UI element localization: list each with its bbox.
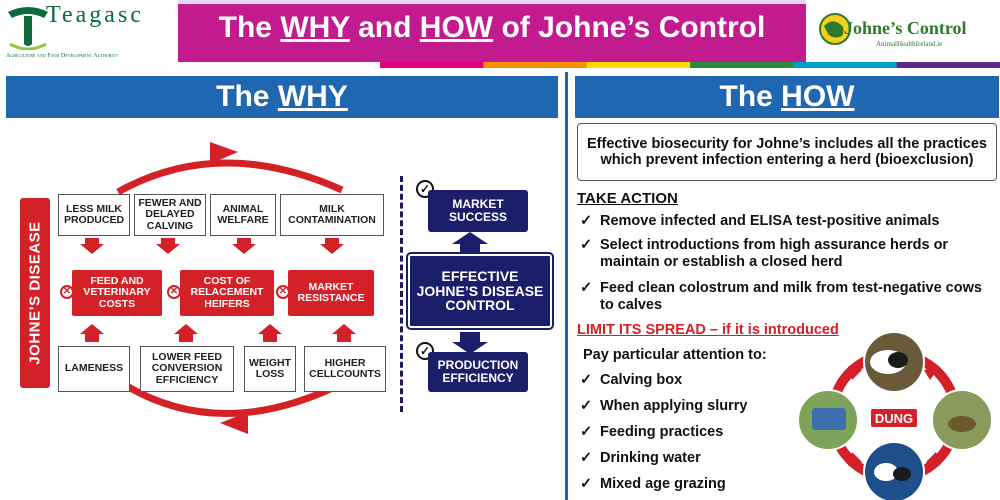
checkmark-icon: ✓ [580,450,593,466]
title-bar: The WHY and HOW of Johne’s Control [178,0,806,62]
stripe-segment [380,62,484,68]
up-arrow [174,324,198,342]
up-arrow [80,324,104,342]
attention-heading: Pay particular attention to: [583,347,767,363]
effect-box: LAMENESS [58,346,130,392]
johnes-disease-label-wrap: JOHNE’S DISEASE [20,198,50,388]
checkmark-icon: ✓ [580,476,593,492]
spread-item: ✓Mixed age grazing [580,476,726,492]
effect-box: MILK CONTAMINATION [280,194,384,236]
stripe-segment [793,62,898,68]
teagasc-emblem-icon [8,7,48,50]
spread-item: ✓Calving box [580,372,683,388]
spread-item: ✓Feeding practices [580,424,724,440]
section-divider [565,72,568,500]
checkmark-icon: ✓ [580,424,593,440]
checkmark-icon: ✓ [580,280,593,296]
down-arrow [320,238,344,254]
up-arrow [332,324,356,342]
spread-item: ✓Drinking water [580,450,701,466]
cattle-photo-top [863,332,925,393]
bottom-cycle-arrowhead [220,412,248,434]
top-cycle-arc [116,159,344,196]
action-item: ✓Remove infected and ELISA test-positive… [580,213,940,229]
down-arrow [232,238,256,254]
stripe-segment [483,62,588,68]
how-section-heading: The HOW [575,76,999,118]
page-title: The WHY and HOW of Johne’s Control [218,11,766,44]
dashed-separator [400,176,403,412]
globe-icon [819,13,851,45]
biosecurity-definition: Effective biosecurity for Johne’s includ… [577,123,997,181]
calves-photo-bottom [863,441,925,500]
johnes-control-url: AnimalHealthIreland.ie [876,40,943,48]
johnes-control-logo: Johne’s Control AnimalHealthIreland.ie [806,0,1000,68]
effect-box: LESS MILK PRODUCED [58,194,130,236]
why-section-heading: The WHY [6,76,558,118]
stripe-segment [586,62,691,68]
effect-box: HIGHER CELLCOUNTS [304,346,386,392]
effective-control-box: EFFECTIVE JOHNE’S DISEASE CONTROL [406,252,554,330]
checkmark-icon: ✓ [580,398,593,414]
checkmark-icon: ✓ [580,213,593,229]
bottom-cycle-arc [118,378,347,417]
checkmark-icon: ✓ [580,237,593,253]
johnes-disease-label: JOHNE’S DISEASE [26,221,44,365]
stripe-segment [690,62,794,68]
effect-box: LOWER FEED CONVERSION EFFICIENCY [140,346,234,392]
navy-down-arrow [452,332,488,354]
up-arrow [258,324,282,342]
action-item: ✓Feed clean colostrum and milk from test… [580,280,982,313]
cost-box: MARKET RESISTANCE [288,270,374,316]
x-circle-icon: ✕ [167,285,181,299]
dung-cycle-illustration: DUNG [797,332,993,500]
cost-box: COST OF RELACEMENT HEIFERS [180,270,274,316]
effect-box: ANIMAL WELFARE [210,194,276,236]
teagasc-logo: Teagasc Agriculture and Food Development… [0,0,178,68]
teagasc-wordmark: Teagasc [46,2,144,28]
johnes-disease-bar [20,198,50,388]
feeder-photo-left [797,389,859,451]
color-stripe [380,62,1000,68]
dung-label-box [869,407,919,429]
production-efficiency-box: PRODUCTION EFFICIENCY [428,352,528,392]
down-arrow [156,238,180,254]
take-action-heading: TAKE ACTION [577,190,678,207]
checkmark-icon: ✓ [580,372,593,388]
teagasc-tagline: Agriculture and Food Development Authori… [6,52,119,59]
spread-item: ✓When applying slurry [580,398,748,414]
cycle-arrows [80,142,488,434]
limit-spread-heading: LIMIT ITS SPREAD – if it is introduced [577,322,839,338]
action-item: ✓Select introductions from high assuranc… [580,237,949,270]
top-cycle-arrowhead [210,142,238,164]
johnes-control-wordmark: Johne’s Control [844,18,967,38]
market-success-box: MARKET SUCCESS [428,190,528,232]
effect-box: WEIGHT LOSS [244,346,296,392]
down-arrow [80,238,104,254]
x-circle-icon: ✕ [60,285,74,299]
dung-label: DUNG [875,411,913,426]
header-banner: Teagasc Agriculture and Food Development… [0,0,1000,68]
stripe-segment [896,62,1000,68]
grass-photo-right [931,389,993,451]
cost-box: FEED AND VETERINARY COSTS [72,270,162,316]
effect-box: FEWER AND DELAYED CALVING [134,194,206,236]
x-circle-icon: ✕ [276,285,290,299]
navy-up-arrow [452,232,488,254]
